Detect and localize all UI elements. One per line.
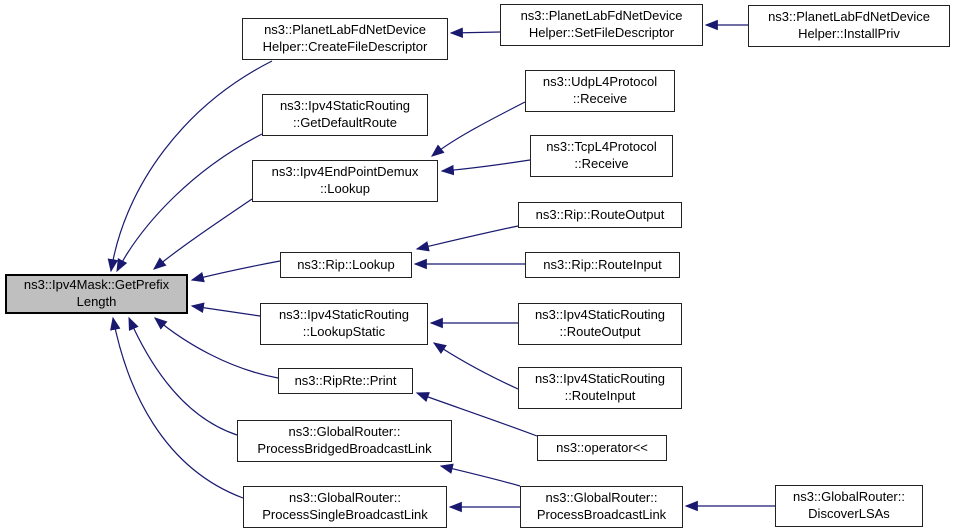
graph-node-processbroadcastlink[interactable]: ns3::GlobalRouter::ProcessBroadcastLink xyxy=(520,486,683,528)
node-label-line: ::LookupStatic xyxy=(302,324,386,339)
node-label-line: ns3::operator<< xyxy=(556,439,648,455)
edge-riprte-print-to-getprefixlength xyxy=(153,317,279,379)
graph-node-lookupstatic[interactable]: ns3::Ipv4StaticRouting::LookupStatic xyxy=(260,303,428,345)
node-label-line: ns3::RipRte::Print xyxy=(294,372,397,388)
edge-createfiledescriptor-to-getprefixlength xyxy=(107,60,273,273)
edge-operator-stream-to-riprte-print xyxy=(415,392,538,437)
graph-node-processbridgedbroadcastlink[interactable]: ns3::GlobalRouter::ProcessBridgedBroadca… xyxy=(237,420,452,462)
graph-node-getdefaultroute[interactable]: ns3::Ipv4StaticRouting::GetDefaultRoute xyxy=(262,94,428,136)
node-label-line: ns3::UdpL4Protocol xyxy=(542,74,658,90)
graph-node-rip-routeoutput[interactable]: ns3::Rip::RouteOutput xyxy=(518,202,682,228)
node-label-line: ProcessSingleBroadcastLink xyxy=(262,507,428,522)
node-label-line: ns3::Ipv4StaticRouting xyxy=(279,98,411,114)
node-label-line: ns3::Rip::RouteInput xyxy=(543,256,662,272)
node-label-line: ns3::PlanetLabFdNetDevice xyxy=(520,8,683,24)
node-label-line: ::Receive xyxy=(572,91,628,106)
node-label-line: ns3::Ipv4StaticRouting xyxy=(278,307,410,323)
graph-node-operator-stream[interactable]: ns3::operator<< xyxy=(537,435,667,461)
node-label-line: ::Receive xyxy=(574,156,629,171)
edge-lookupstatic-to-getprefixlength xyxy=(190,302,261,317)
node-label-line: ns3::GlobalRouter:: xyxy=(545,490,658,506)
node-label-line: ns3::Ipv4StaticRouting xyxy=(534,371,666,387)
node-label-line: Helper::SetFileDescriptor xyxy=(528,25,675,40)
node-label-line: ProcessBroadcastLink xyxy=(536,507,667,522)
node-label-line: ns3::Ipv4StaticRouting xyxy=(534,307,666,323)
node-label-line: ::GetDefaultRoute xyxy=(292,115,398,130)
edge-getdefaultroute-to-getprefixlength xyxy=(116,133,263,273)
node-label-line: ns3::PlanetLabFdNetDevice xyxy=(264,22,426,38)
edge-processbridgedbroadcastlink-to-getprefixlength xyxy=(128,316,238,436)
node-label-line: ::Lookup xyxy=(320,181,370,196)
edge-udpl4protocol-receive-to-ipv4endpointdemux-lookup xyxy=(430,101,526,157)
graph-node-tcpl4protocol-receive[interactable]: ns3::TcpL4Protocol::Receive xyxy=(530,135,673,177)
node-label-line: ns3::Ipv4EndPointDemux xyxy=(271,164,419,180)
graph-node-rip-routeinput[interactable]: ns3::Rip::RouteInput xyxy=(525,252,680,278)
node-label-line: DiscoverLSAs xyxy=(808,506,890,521)
node-label-line: Helper::CreateFileDescriptor xyxy=(262,39,428,54)
node-label-line: ns3::GlobalRouter:: xyxy=(792,489,905,505)
graph-node-processsinglebroadcastlink[interactable]: ns3::GlobalRouter::ProcessSingleBroadcas… xyxy=(243,486,447,528)
node-label-line: ProcessBridgedBroadcastLink xyxy=(257,441,432,456)
node-label-line: ns3::Rip::Lookup xyxy=(297,256,395,272)
node-label-line: Length xyxy=(76,294,117,309)
edge-setfiledescriptor-to-createfiledescriptor xyxy=(449,27,501,39)
graph-node-riprte-print[interactable]: ns3::RipRte::Print xyxy=(278,368,413,394)
node-label-line: Helper::InstallPriv xyxy=(798,26,900,41)
edge-ipv4endpointdemux-lookup-to-getprefixlength xyxy=(152,198,253,270)
node-label-line: ns3::TcpL4Protocol xyxy=(546,139,657,155)
node-label-line: ::RouteOutput xyxy=(559,324,641,339)
graph-node-ipv4endpointdemux-lookup[interactable]: ns3::Ipv4EndPointDemux::Lookup xyxy=(252,160,438,202)
node-label-line: ns3::GlobalRouter:: xyxy=(288,424,401,440)
graph-node-discoverlsas[interactable]: ns3::GlobalRouter::DiscoverLSAs xyxy=(775,485,923,527)
graph-node-udpl4protocol-receive[interactable]: ns3::UdpL4Protocol::Receive xyxy=(525,70,675,112)
graph-node-rip-lookup[interactable]: ns3::Rip::Lookup xyxy=(280,252,412,278)
edge-rip-lookup-to-getprefixlength xyxy=(190,260,281,283)
graph-node-static-routeinput[interactable]: ns3::Ipv4StaticRouting::RouteInput xyxy=(518,367,682,409)
node-label-line: ns3::Rip::RouteOutput xyxy=(535,206,665,222)
edge-static-routeinput-to-lookupstatic xyxy=(432,342,519,390)
node-label-line: ns3::Ipv4Mask::GetPrefix xyxy=(23,277,170,293)
node-label-line: ::RouteInput xyxy=(564,388,636,403)
edge-tcpl4protocol-receive-to-ipv4endpointdemux-lookup xyxy=(440,159,531,176)
node-label-line: ns3::GlobalRouter:: xyxy=(288,490,401,506)
graph-node-static-routeoutput[interactable]: ns3::Ipv4StaticRouting::RouteOutput xyxy=(518,303,682,345)
node-label-line: ns3::PlanetLabFdNetDevice xyxy=(768,9,930,25)
edge-processbroadcastlink-to-processbridgedbroadcastlink xyxy=(439,463,521,487)
edge-processsinglebroadcastlink-to-getprefixlength xyxy=(110,316,244,499)
edge-rip-routeoutput-to-rip-lookup xyxy=(415,225,519,252)
